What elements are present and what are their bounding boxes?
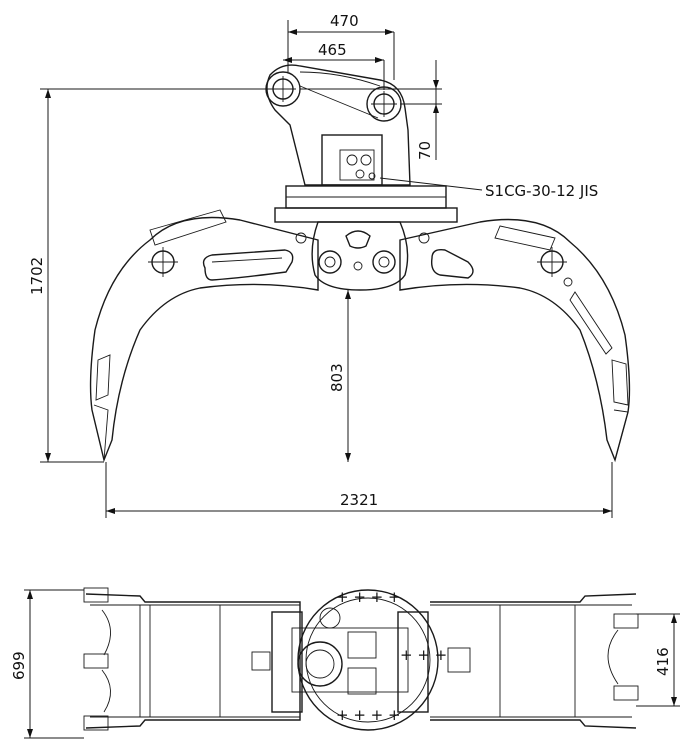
rotator-top: + + + + + + + + + + + bbox=[271, 588, 447, 731]
center-hub bbox=[311, 221, 409, 291]
dim-open-width: 2321 bbox=[340, 491, 378, 509]
svg-text:+ + + +: + + + + bbox=[336, 706, 401, 724]
dim-pin-offset: 70 bbox=[416, 141, 434, 160]
front-view: S1CG-30-12 JIS bbox=[28, 12, 631, 518]
dim-total-height: 1702 bbox=[28, 257, 46, 295]
valve-block-label: S1CG-30-12 JIS bbox=[485, 182, 598, 200]
svg-text:+ + +: + + + bbox=[400, 646, 447, 664]
dim-pin-spacing-outer: 470 bbox=[330, 12, 359, 30]
dim-pin-spacing-inner: 465 bbox=[318, 41, 347, 59]
front-dimensions: 470 465 70 1702 803 bbox=[28, 12, 613, 518]
dim-opening-height: 803 bbox=[328, 363, 346, 392]
dim-bottom-width: 699 bbox=[10, 651, 28, 680]
top-view: + + + + + + + + + + + 699 416 bbox=[10, 587, 680, 739]
top-dimensions: 699 416 bbox=[10, 589, 680, 739]
left-jaw bbox=[89, 209, 319, 463]
dim-jaw-depth: 416 bbox=[654, 647, 672, 676]
svg-text:+ + + +: + + + + bbox=[336, 588, 401, 606]
valve-block bbox=[274, 134, 458, 223]
right-jaw bbox=[399, 218, 631, 463]
mounting-bracket bbox=[265, 64, 411, 186]
